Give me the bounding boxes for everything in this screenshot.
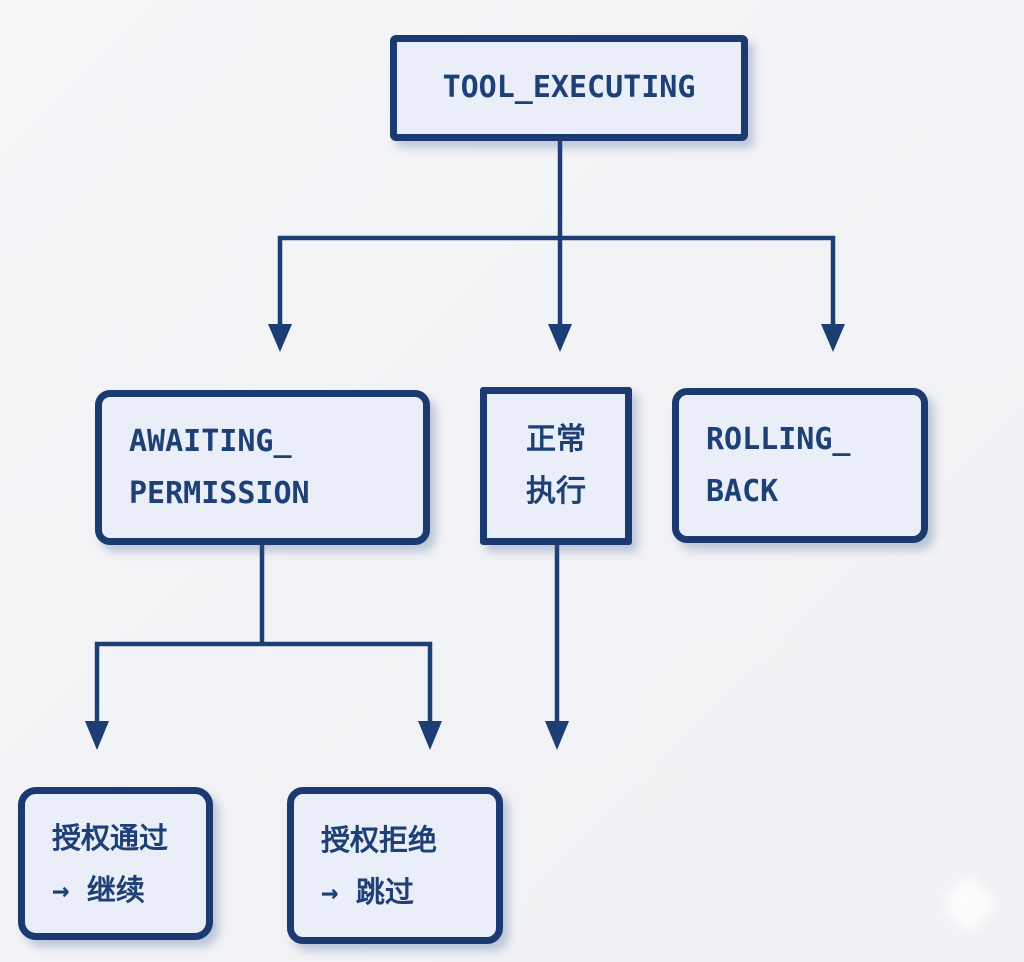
node-tool-executing: TOOL_EXECUTING <box>390 35 748 141</box>
node-label-line1: AWAITING_ <box>129 423 292 459</box>
node-label-line2: BACK <box>706 473 779 509</box>
edge-awaiting-permission-branch <box>94 641 433 723</box>
node-label-line2: → 继续 <box>52 872 145 907</box>
node-awaiting-permission: AWAITING_ PERMISSION <box>95 390 430 545</box>
arrowhead-to-permission-denied <box>418 721 442 750</box>
node-label: TOOL_EXECUTING <box>442 70 696 105</box>
arrowhead-to-rolling-back <box>821 324 845 352</box>
node-label-line2: → 跳过 <box>321 874 414 909</box>
node-label-line1: 正常 <box>526 422 586 457</box>
arrowhead-from-normal-execution <box>545 721 569 750</box>
edge-tool-executing-branch <box>277 235 836 326</box>
node-normal-execution: 正常 执行 <box>480 387 632 545</box>
arrowhead-to-normal-execution <box>548 324 572 352</box>
arrowhead-to-permission-granted <box>85 721 109 750</box>
arrowhead-to-awaiting-permission <box>268 324 292 352</box>
node-label-line2: 执行 <box>526 474 586 509</box>
node-permission-denied: 授权拒绝 → 跳过 <box>287 787 503 944</box>
node-rolling-back: ROLLING_ BACK <box>672 388 928 543</box>
node-label-line2: PERMISSION <box>129 475 310 511</box>
node-label-line1: ROLLING_ <box>706 421 851 457</box>
node-label-line1: 授权通过 <box>52 820 169 855</box>
node-label-line1: 授权拒绝 <box>321 822 438 857</box>
node-permission-granted: 授权通过 → 继续 <box>18 787 213 940</box>
